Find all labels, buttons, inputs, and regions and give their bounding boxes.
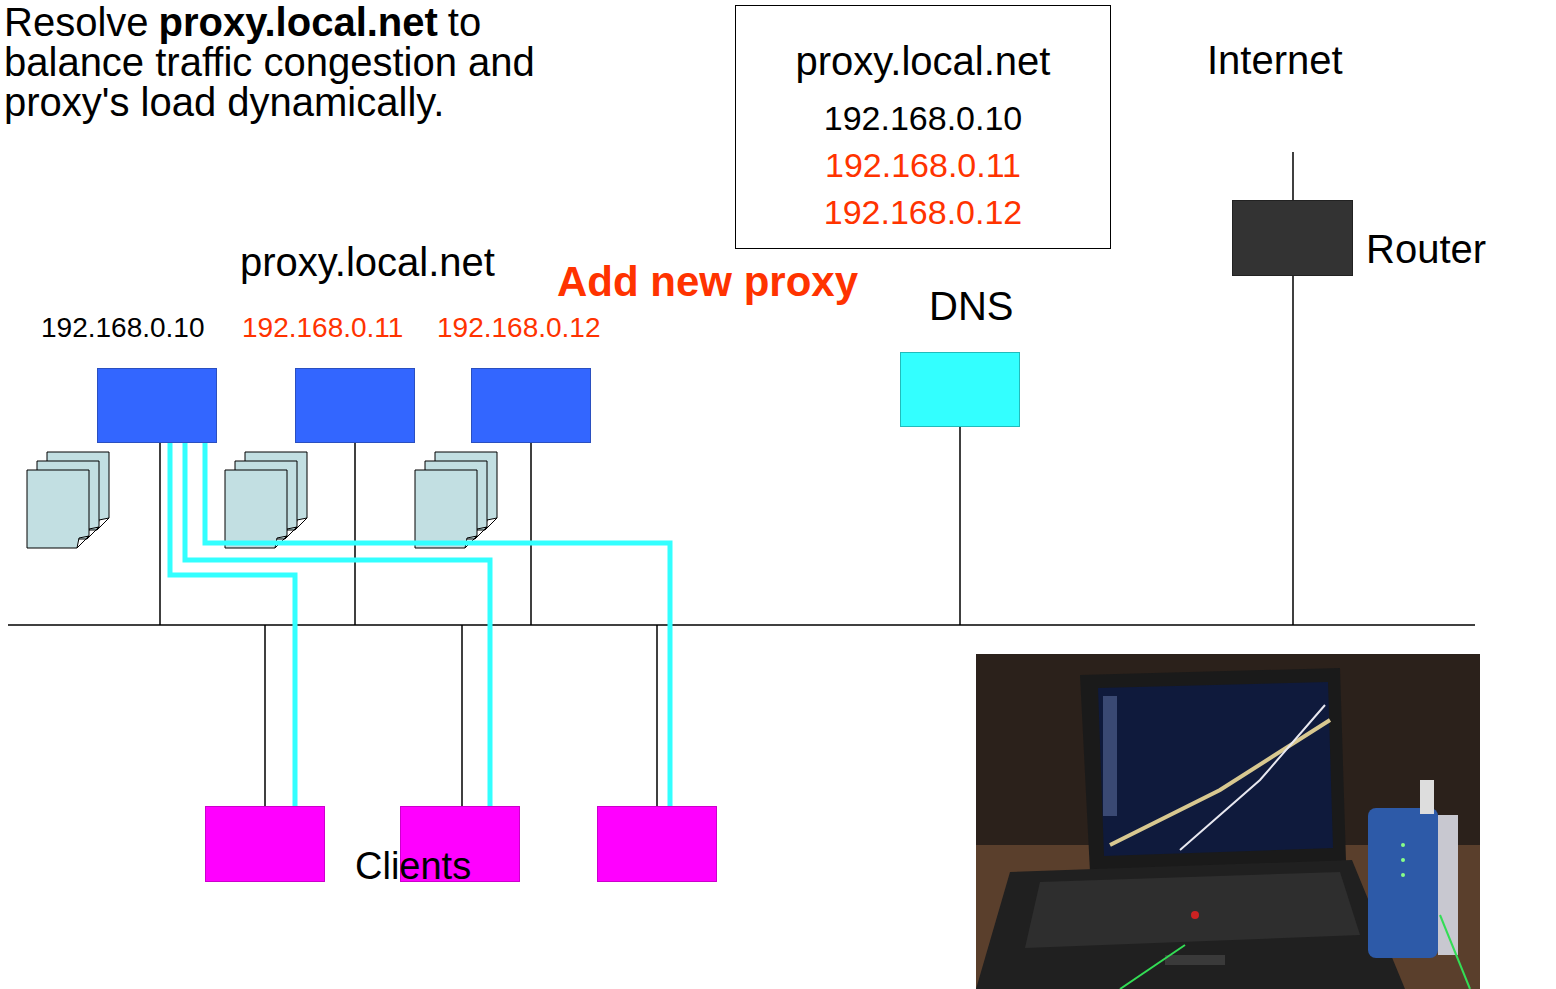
record-text: proxy.local.net bbox=[796, 38, 1051, 84]
photo-leader-line bbox=[1440, 915, 1470, 989]
laptop-screen bbox=[1098, 682, 1333, 856]
note-block: Resolveproxy.local.netto balance traffic… bbox=[4, 2, 594, 122]
network-device bbox=[1368, 808, 1438, 958]
document-icon bbox=[225, 470, 287, 548]
connection-line bbox=[205, 443, 670, 806]
router-box: Router bbox=[1232, 200, 1353, 276]
node-label: DNS bbox=[929, 283, 1013, 329]
node-label: 192.168.0.12 bbox=[437, 312, 601, 344]
device-led bbox=[1401, 873, 1405, 877]
client-box bbox=[205, 806, 325, 882]
document-icon bbox=[27, 470, 89, 548]
proxy-server-box: 192.168.0.10 bbox=[97, 368, 217, 443]
drop-line bbox=[461, 625, 463, 806]
drop-line bbox=[1292, 276, 1294, 625]
hostname-label: proxy.local.net bbox=[240, 239, 495, 285]
proxy-server-box: 192.168.0.11 bbox=[295, 368, 415, 443]
drop-line bbox=[656, 625, 658, 806]
device-card bbox=[1420, 780, 1434, 814]
node-label: 192.168.0.10 bbox=[41, 312, 205, 344]
record-text: 192.168.0.10 bbox=[824, 99, 1023, 138]
record-text: 192.168.0.12 bbox=[824, 193, 1023, 232]
network-bus bbox=[8, 624, 1475, 626]
connection-line bbox=[185, 443, 490, 806]
laptop-keyboard bbox=[1025, 872, 1360, 948]
note-hostname: proxy.local.net bbox=[159, 0, 438, 44]
photo bbox=[976, 654, 1480, 989]
drop-line bbox=[530, 443, 532, 625]
client-box bbox=[597, 806, 717, 882]
screen-light-streak bbox=[1180, 705, 1325, 850]
annotation-label: Add new proxy bbox=[557, 258, 858, 306]
internet-label: Internet bbox=[1207, 37, 1343, 83]
node-label: Router bbox=[1366, 226, 1486, 272]
internet-line bbox=[1292, 152, 1294, 200]
laptop-base bbox=[976, 860, 1405, 989]
proxy-server-box: 192.168.0.12 bbox=[471, 368, 591, 443]
drop-line bbox=[959, 427, 961, 625]
dns-server-box: DNS bbox=[900, 352, 1020, 427]
screen-icons bbox=[1103, 696, 1117, 816]
node-label: 192.168.0.11 bbox=[242, 312, 403, 344]
laptop-trackpoint bbox=[1191, 911, 1199, 919]
device-led bbox=[1401, 843, 1405, 847]
document-icon bbox=[415, 470, 477, 548]
connection-line bbox=[170, 443, 295, 806]
clients-label: Clients bbox=[355, 845, 471, 889]
laptop-buttons bbox=[1165, 955, 1225, 965]
dns-record-box: proxy.local.net 192.168.0.10 192.168.0.11 1… bbox=[735, 5, 1111, 249]
record-text: 192.168.0.11 bbox=[825, 146, 1021, 185]
photo-leader-line bbox=[1120, 945, 1185, 989]
laptop-lid bbox=[1080, 668, 1346, 872]
drop-line bbox=[354, 443, 356, 625]
drop-line bbox=[264, 625, 266, 806]
photo-background bbox=[976, 654, 1480, 989]
device-led bbox=[1401, 858, 1405, 862]
drop-line bbox=[159, 443, 161, 625]
note-text: Resolve bbox=[4, 0, 149, 44]
